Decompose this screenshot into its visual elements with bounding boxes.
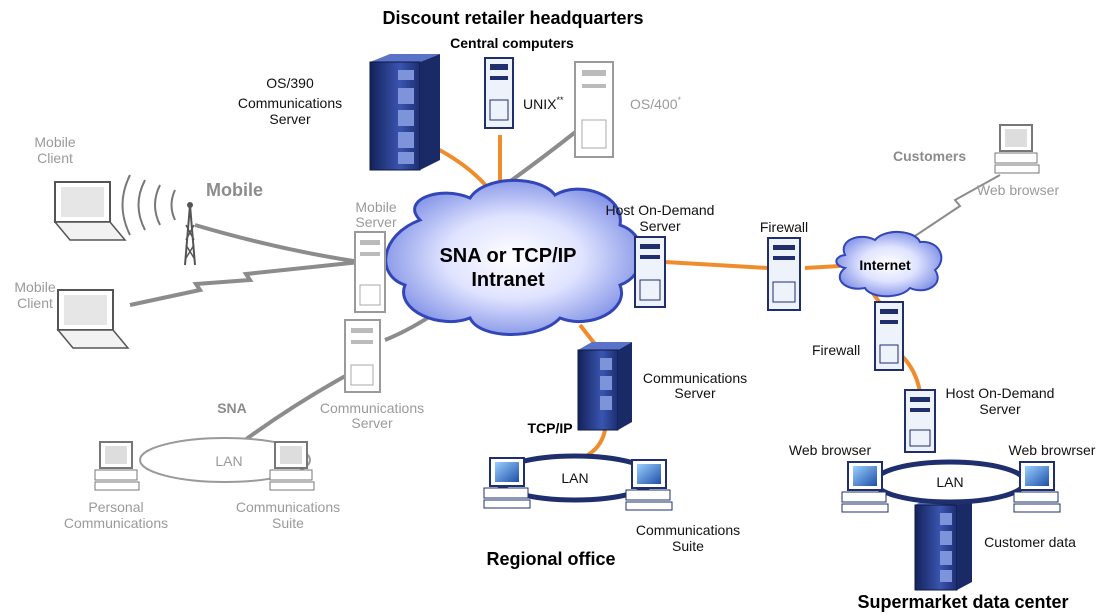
label-comm-suite-regional-1: Communications: [636, 522, 740, 538]
link-os400-intranet: [503, 128, 580, 187]
internet-cloud: Internet: [835, 231, 943, 298]
radio-tower-icon: [121, 174, 196, 266]
heading-datacenter: Supermarket data center: [857, 592, 1068, 612]
label-mobile-client-bottom-1: Mobile: [14, 279, 55, 295]
label-lan-datacenter: LAN: [936, 474, 963, 490]
label-comm-server-regional-1: Communications: [643, 370, 747, 386]
label-personal-comm-1: Personal: [88, 499, 143, 515]
laptop-bottom-icon: [56, 289, 130, 349]
label-comm-suite-left-1: Communications: [236, 499, 340, 515]
heading-hq: Discount retailer headquarters: [382, 8, 643, 28]
pc-customers-icon: [994, 124, 1040, 174]
label-comm-server-left-1: Communications: [320, 400, 424, 416]
hod-server-top-icon: [634, 236, 666, 308]
pc-web-browser-right-icon: [1013, 461, 1061, 513]
firewall-right-icon: [874, 301, 904, 371]
mobile-server-icon: [354, 231, 386, 313]
firewall-top-icon: [767, 237, 801, 311]
label-mobile: Mobile: [206, 180, 263, 200]
label-os400: OS/400*: [630, 95, 681, 112]
label-firewall-top: Firewall: [760, 219, 808, 235]
label-mobile-server-1: Mobile: [355, 199, 396, 215]
heading-central: Central computers: [450, 35, 574, 51]
label-lan-left: LAN: [215, 453, 242, 469]
label-unix: UNIX**: [523, 95, 564, 112]
os400-server-icon: [574, 61, 614, 158]
label-comm-server-regional-2: Server: [674, 385, 716, 401]
label-web-browser-customers: Web browser: [977, 182, 1060, 198]
label-mobile-client-top-2: Client: [37, 150, 73, 166]
pc-personal-comm-icon: [94, 441, 140, 491]
label-firewall-right: Firewall: [812, 342, 860, 358]
intranet-cloud: SNA or TCP/IP Intranet: [384, 178, 644, 336]
label-customers: Customers: [893, 148, 966, 164]
label-web-browser-right: Web browrser: [1009, 442, 1096, 458]
label-sna: SNA: [217, 400, 247, 416]
pc-regional-left-icon: [483, 457, 531, 509]
unix-server-icon: [484, 57, 514, 129]
label-mobile-client-top-1: Mobile: [34, 134, 75, 150]
pc-comm-suite-left-icon: [269, 441, 315, 491]
label-personal-comm-2: Communications: [64, 515, 168, 531]
label-hod-top-2: Server: [639, 218, 681, 234]
label-mobile-server-2: Server: [355, 214, 397, 230]
heading-regional: Regional office: [486, 549, 615, 569]
pc-regional-right-icon: [625, 459, 673, 511]
internet-label: Internet: [859, 257, 911, 273]
label-comm-server-hq-1: Communications: [238, 95, 342, 111]
label-web-browser-left: Web browser: [789, 442, 872, 458]
label-comm-server-left-2: Server: [351, 415, 393, 431]
hod-server-right-icon: [904, 389, 936, 453]
label-mobile-client-bottom-2: Client: [17, 295, 53, 311]
label-comm-server-hq-2: Server: [269, 111, 311, 127]
laptop-top-icon: [53, 181, 127, 241]
label-lan-regional: LAN: [561, 470, 588, 486]
intranet-label-2: Intranet: [471, 269, 545, 291]
label-hod-top-1: Host On-Demand: [606, 202, 715, 218]
label-hod-right-1: Host On-Demand: [946, 385, 1055, 401]
link-mobileclient-wireless: [129, 260, 361, 307]
os390-mainframe-icon: [369, 54, 440, 171]
customer-data-cabinet-icon: [914, 497, 972, 591]
label-comm-suite-left-2: Suite: [272, 515, 304, 531]
label-comm-suite-regional-2: Suite: [672, 538, 704, 554]
pc-web-browser-left-icon: [841, 461, 889, 513]
label-tcpip: TCP/IP: [527, 420, 572, 436]
intranet-label-1: SNA or TCP/IP: [439, 245, 576, 267]
label-hod-right-2: Server: [979, 401, 1021, 417]
lan-left-ring: [139, 437, 311, 483]
link-firewall-internet: [804, 264, 841, 270]
label-customer-data: Customer data: [984, 534, 1076, 550]
label-os390: OS/390: [266, 75, 314, 91]
comm-server-left-icon: [344, 319, 381, 393]
link-hod-firewall: [664, 260, 769, 270]
link-tower-mobileserver: [194, 223, 361, 264]
regional-comm-server-icon: [577, 342, 632, 431]
